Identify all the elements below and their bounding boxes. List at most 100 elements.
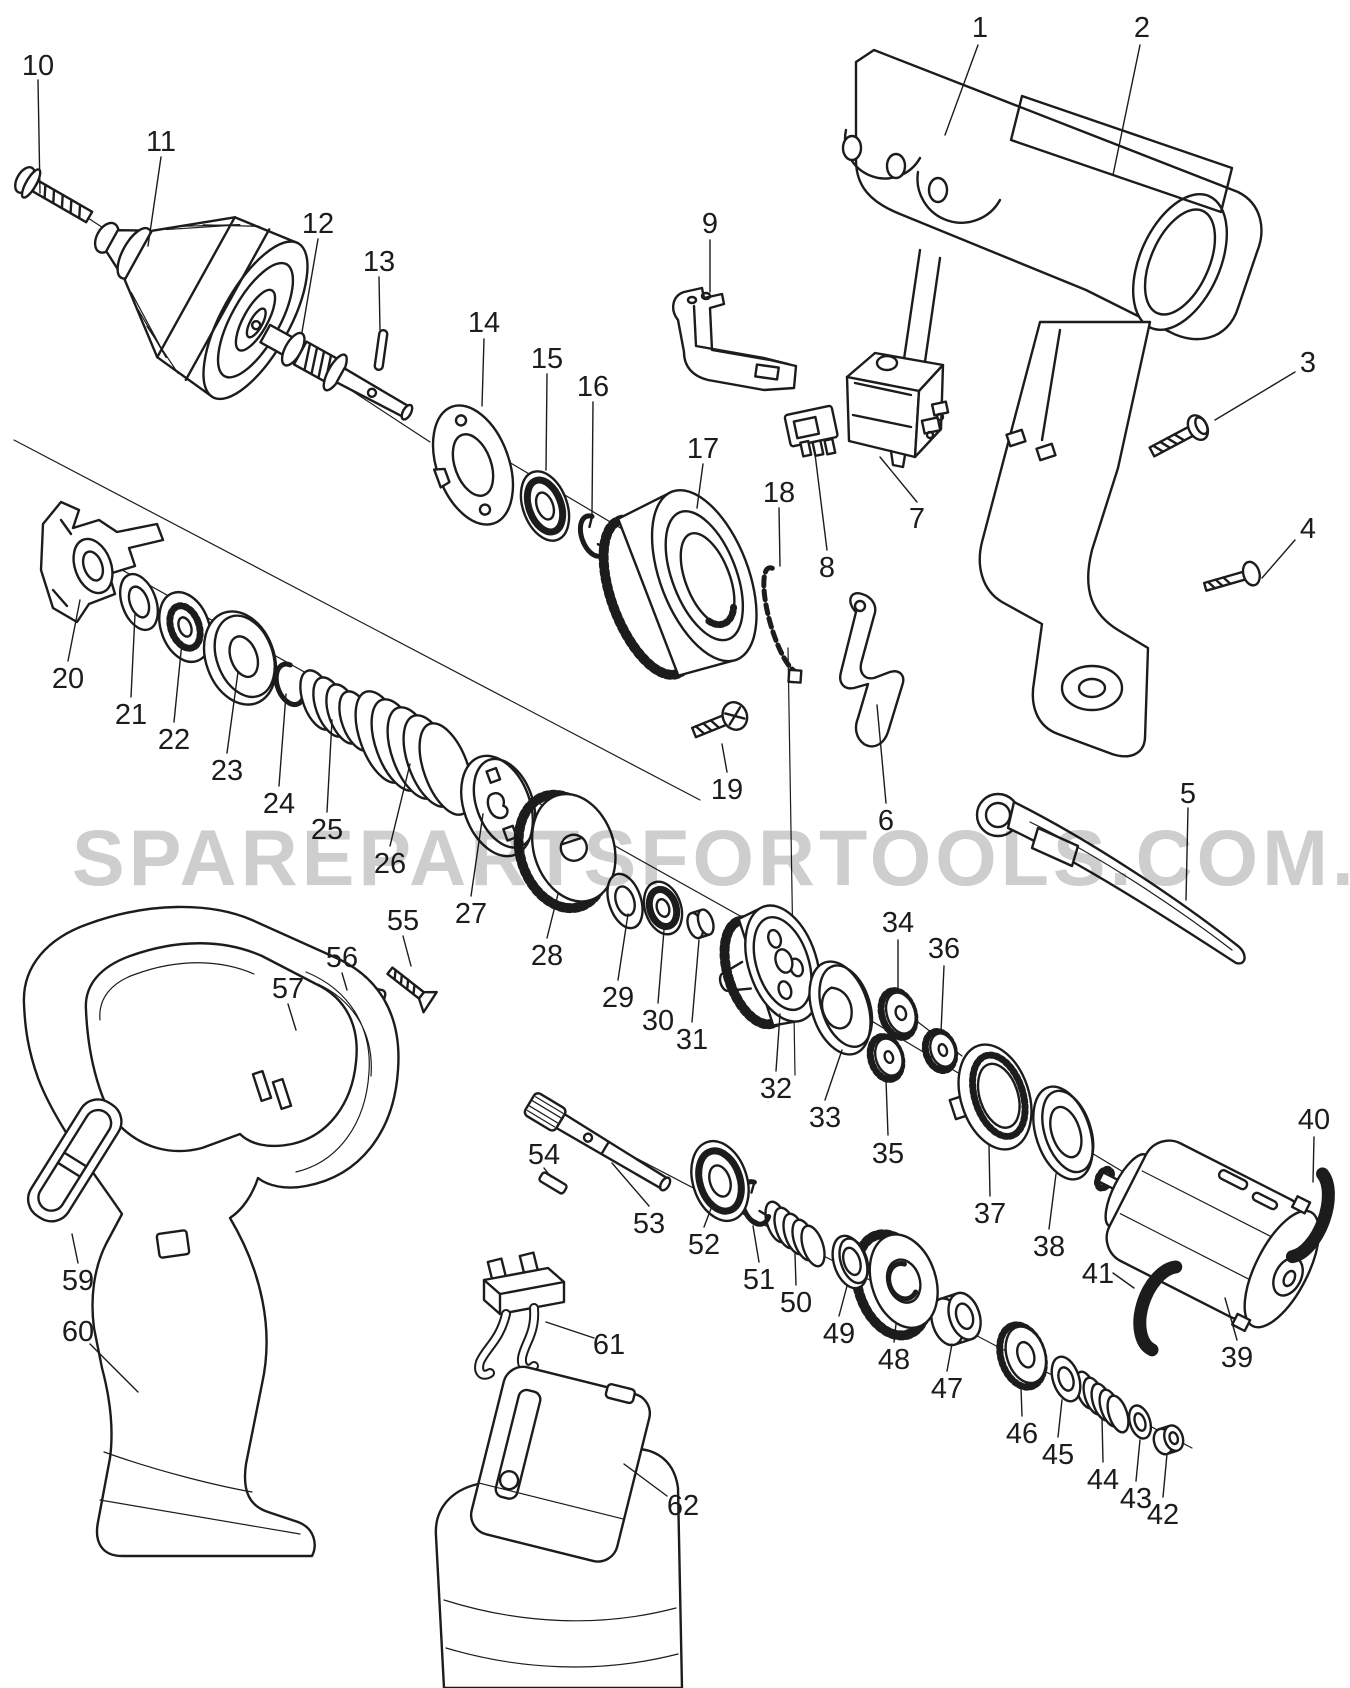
screw-19 bbox=[690, 701, 749, 739]
washer-49 bbox=[831, 1234, 870, 1290]
part-label-29: 29 bbox=[602, 982, 634, 1014]
part-label-38: 38 bbox=[1033, 1231, 1065, 1263]
washer-23 bbox=[202, 610, 278, 706]
part-label-9: 9 bbox=[702, 208, 718, 240]
ring-gear bbox=[598, 488, 758, 680]
planet-gear-36 bbox=[921, 1027, 959, 1075]
part-label-27: 27 bbox=[455, 898, 487, 930]
part-label-20: 20 bbox=[52, 663, 84, 695]
part-label-15: 15 bbox=[531, 343, 563, 375]
motor-cushion-40 bbox=[1285, 1167, 1335, 1264]
part-label-13: 13 bbox=[363, 246, 395, 278]
part-label-31: 31 bbox=[676, 1024, 708, 1056]
part-label-42: 42 bbox=[1147, 1499, 1179, 1531]
clutch-cam bbox=[39, 500, 165, 624]
pin bbox=[373, 328, 389, 372]
part-label-11: 11 bbox=[146, 126, 176, 158]
shaft-key bbox=[538, 1171, 568, 1195]
chuck bbox=[93, 216, 309, 401]
part-label-24: 24 bbox=[263, 788, 295, 820]
planet-carrier bbox=[718, 904, 822, 1030]
spindle bbox=[259, 323, 414, 421]
part-label-43: 43 bbox=[1120, 1483, 1152, 1515]
bearing-15 bbox=[519, 470, 571, 542]
part-label-49: 49 bbox=[823, 1318, 855, 1350]
part-label-62: 62 bbox=[667, 1490, 699, 1522]
part-label-53: 53 bbox=[633, 1208, 665, 1240]
part-label-10: 10 bbox=[22, 50, 54, 82]
part-label-18: 18 bbox=[763, 477, 795, 509]
part-label-25: 25 bbox=[311, 814, 343, 846]
leader-lines bbox=[37, 44, 1315, 1498]
strap bbox=[975, 792, 1246, 965]
planet-gear-34 bbox=[877, 987, 919, 1041]
part-label-59: 59 bbox=[62, 1265, 94, 1297]
part-label-23: 23 bbox=[211, 755, 243, 787]
part-label-50: 50 bbox=[780, 1287, 812, 1319]
cam-washer-33 bbox=[808, 960, 874, 1056]
part-label-55: 55 bbox=[387, 905, 419, 937]
motor bbox=[1094, 1139, 1321, 1333]
clip-spring bbox=[839, 592, 905, 748]
part-label-5: 5 bbox=[1180, 778, 1196, 810]
bearing-52 bbox=[690, 1139, 750, 1223]
part-label-39: 39 bbox=[1221, 1342, 1253, 1374]
part-label-34: 34 bbox=[882, 907, 914, 939]
screw-55 bbox=[386, 966, 438, 1014]
part-label-26: 26 bbox=[374, 848, 406, 880]
part-label-12: 12 bbox=[302, 208, 334, 240]
washer-29 bbox=[606, 872, 644, 930]
part-label-54: 54 bbox=[528, 1139, 560, 1171]
part-label-51: 51 bbox=[743, 1264, 775, 1296]
part-label-22: 22 bbox=[158, 724, 190, 756]
part-label-7: 7 bbox=[909, 503, 925, 535]
part-label-1: 1 bbox=[972, 12, 988, 44]
bearing-30 bbox=[642, 880, 684, 936]
roller-47 bbox=[930, 1291, 982, 1347]
toothed-washer-22 bbox=[158, 590, 212, 664]
part-label-8: 8 bbox=[819, 552, 835, 584]
part-label-36: 36 bbox=[928, 933, 960, 965]
part-label-44: 44 bbox=[1087, 1464, 1119, 1496]
part-label-3: 3 bbox=[1300, 347, 1316, 379]
part-label-19: 19 bbox=[711, 774, 743, 806]
battery bbox=[434, 1365, 684, 1688]
c-clip-24 bbox=[273, 661, 307, 707]
switch bbox=[845, 351, 950, 469]
bracket bbox=[672, 286, 798, 392]
spur-gear-28 bbox=[513, 789, 617, 914]
part-label-40: 40 bbox=[1298, 1104, 1330, 1136]
drill-body bbox=[22, 905, 400, 1558]
name-plate bbox=[1009, 94, 1234, 214]
washer-21 bbox=[118, 572, 160, 632]
part-label-45: 45 bbox=[1042, 1439, 1074, 1471]
planet-gear-35 bbox=[866, 1033, 906, 1083]
part-label-4: 4 bbox=[1300, 513, 1316, 545]
washer-38 bbox=[1032, 1085, 1095, 1181]
part-label-46: 46 bbox=[1006, 1418, 1038, 1450]
bushing-31 bbox=[686, 908, 715, 940]
part-label-60: 60 bbox=[62, 1316, 94, 1348]
spring-50 bbox=[764, 1200, 826, 1268]
part-label-30: 30 bbox=[642, 1005, 674, 1037]
part-label-33: 33 bbox=[809, 1102, 841, 1134]
part-label-28: 28 bbox=[531, 940, 563, 972]
part-label-32: 32 bbox=[760, 1073, 792, 1105]
bushing-42 bbox=[1152, 1424, 1185, 1456]
terminal-block bbox=[474, 1251, 566, 1380]
part-label-41: 41 bbox=[1082, 1258, 1114, 1290]
part-label-16: 16 bbox=[577, 371, 609, 403]
part-label-6: 6 bbox=[878, 805, 894, 837]
washer-43 bbox=[1127, 1404, 1153, 1440]
wave-ring bbox=[761, 565, 803, 684]
connector-piece bbox=[783, 404, 839, 458]
part-label-48: 48 bbox=[878, 1344, 910, 1376]
spring-26 bbox=[354, 690, 474, 816]
screw-4 bbox=[1202, 560, 1261, 592]
washer-45 bbox=[1050, 1355, 1082, 1403]
part-label-17: 17 bbox=[687, 433, 719, 465]
part-label-56: 56 bbox=[326, 942, 358, 974]
part-label-14: 14 bbox=[468, 307, 500, 339]
